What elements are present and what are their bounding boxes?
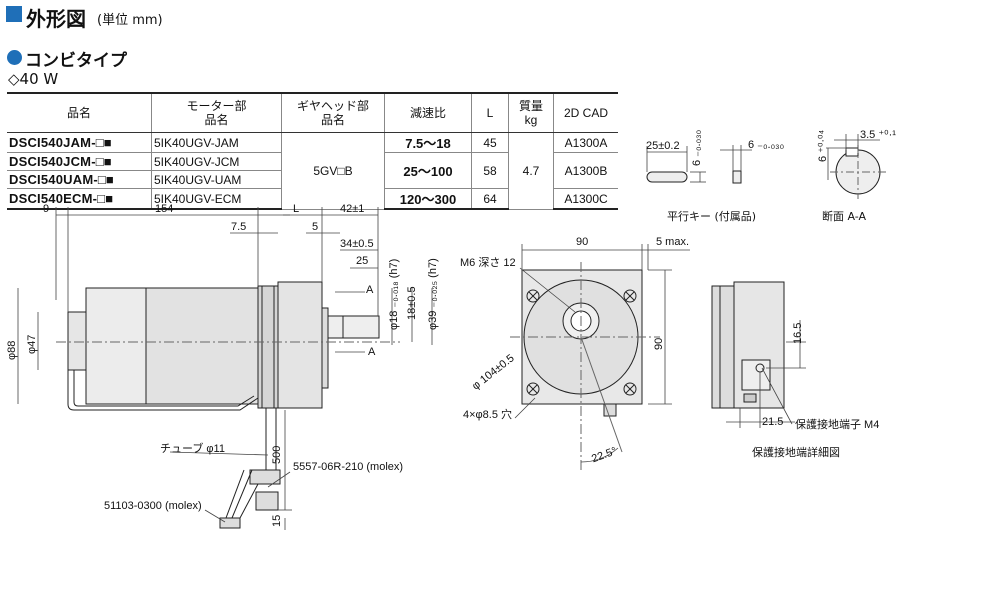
key-caption: 平行キー (付属品) [667, 210, 757, 223]
connector-6pin-label: 5557-06R-210 (molex) [293, 461, 404, 473]
dim-42: 42±1 [340, 203, 365, 215]
table-row: DSCI540JCM-□■ 5IK40UGV-JCM 25～100 58 A13… [7, 152, 618, 189]
table-row: DSCI540ECM-□■ 5IK40UGV-ECM 120～300 64 A1… [7, 188, 618, 210]
dim-18: 18±0.5 [406, 286, 418, 320]
section-aa [830, 145, 886, 199]
table-row: DSCI540UAM-□■ 5IK40UGV-UAM [7, 170, 618, 189]
col-motor: モーター部 品名 [151, 93, 282, 133]
dim-9: 9 [43, 203, 50, 215]
product-cell: DSCI540ECM-□■ [7, 188, 152, 210]
dim-90-top: 90 [576, 236, 589, 248]
cad-cell: A1300B [553, 152, 618, 189]
section-caption: 断面 A-A [822, 210, 867, 223]
L-cell: 45 [471, 132, 509, 153]
key-dim-25: 25±0.2 [646, 140, 680, 152]
dim-21-5: 21.5 [762, 416, 784, 428]
dim-25: 25 [356, 255, 369, 267]
section-a-mark: A [368, 346, 376, 358]
section-a-mark: A [366, 284, 374, 296]
col-ratio: 減速比 [384, 93, 472, 133]
dim-154: 154 [155, 203, 174, 215]
header-square-icon [6, 6, 22, 22]
motor-side-view [56, 281, 400, 529]
table-header-row: 品名 モーター部 品名 ギヤヘッド部 品名 減速比 L 質量 kg 2D CAD [7, 93, 618, 133]
col-product: 品名 [7, 93, 152, 133]
key-dim-6: 6 ₋₀.₀₃₀ [691, 129, 703, 166]
dim-phi47: φ47 [26, 334, 38, 354]
dim-90-side: 90 [653, 337, 665, 350]
motor-front-view [510, 262, 660, 470]
table-row: DSCI540JAM-□■ 5IK40UGV-JAM 5GV□B 7.5～18 … [7, 132, 618, 210]
dim-500: 500 [271, 445, 283, 464]
col-L: L [471, 93, 509, 133]
parallel-key [646, 170, 742, 184]
dim-34: 34±0.5 [340, 238, 374, 250]
col-cad: 2D CAD [553, 93, 618, 133]
dim-phi39: φ39 ₋₀.₀₂₅ (h7) [427, 258, 439, 330]
ground-terminal-label: 保護接地端子 M4 [795, 419, 880, 431]
dim-15: 15 [271, 514, 283, 527]
mass-cell: 4.7 [508, 132, 554, 210]
section-dim-3-5: 3.5 ⁺⁰·¹ [860, 129, 896, 141]
ground-detail-caption: 保護接地端詳細図 [752, 446, 840, 459]
product-cell: DSCI540JAM-□■ [7, 132, 152, 153]
spec-table: 品名 モーター部 品名 ギヤヘッド部 品名 減速比 L 質量 kg 2D CAD… [7, 92, 618, 210]
tapped-hole-label: M6 深さ 12 [460, 257, 516, 269]
power-label: ◇40 W [8, 70, 59, 88]
dim-5max: 5 max. [656, 236, 690, 248]
L-cell: 64 [471, 188, 509, 210]
dim-phi18: φ18 ₋₀.₀₁₈ (h7) [388, 258, 400, 330]
product-cell: DSCI540UAM-□■ [7, 170, 152, 189]
ground-detail-view [711, 281, 785, 409]
section-title: コンビタイプ [25, 51, 127, 71]
cad-cell: A1300A [553, 132, 618, 153]
motor-cell: 5IK40UGV-JCM [151, 152, 282, 171]
bullet-circle-icon [7, 50, 22, 65]
page-title: 外形図 [26, 7, 86, 31]
motor-cell: 5IK40UGV-UAM [151, 170, 282, 189]
ratio-cell: 120～300 [384, 188, 472, 210]
ratio-cell: 25～100 [384, 152, 472, 189]
ratio-cell: 7.5～18 [384, 132, 472, 153]
unit-label: (単位 mm) [97, 13, 163, 28]
section-dim-6: 6 ⁺⁰·⁰⁴ [817, 129, 829, 162]
motor-cell: 5IK40UGV-JAM [151, 132, 282, 153]
L-cell: 58 [471, 152, 509, 189]
tube-label: チューブ φ11 [160, 443, 225, 455]
cad-cell: A1300C [553, 188, 618, 210]
connector-3pin-label: 51103-0300 (molex) [104, 500, 202, 512]
mount-holes-label: 4×φ8.5 穴 [463, 409, 513, 421]
motor-cell: 5IK40UGV-ECM [151, 188, 282, 210]
dim-5: 5 [312, 221, 319, 233]
product-cell: DSCI540JCM-□■ [7, 152, 152, 171]
key-dim-6b: 6 ₋₀.₀₃₀ [748, 139, 785, 151]
gearhead-cell: 5GV□B [281, 132, 385, 210]
dim-7-5: 7.5 [231, 221, 247, 233]
dim-16-5: 16.5 [792, 322, 804, 344]
col-mass: 質量 kg [508, 93, 554, 133]
dim-L: L [293, 203, 300, 215]
dim-phi88: φ88 [6, 340, 18, 360]
